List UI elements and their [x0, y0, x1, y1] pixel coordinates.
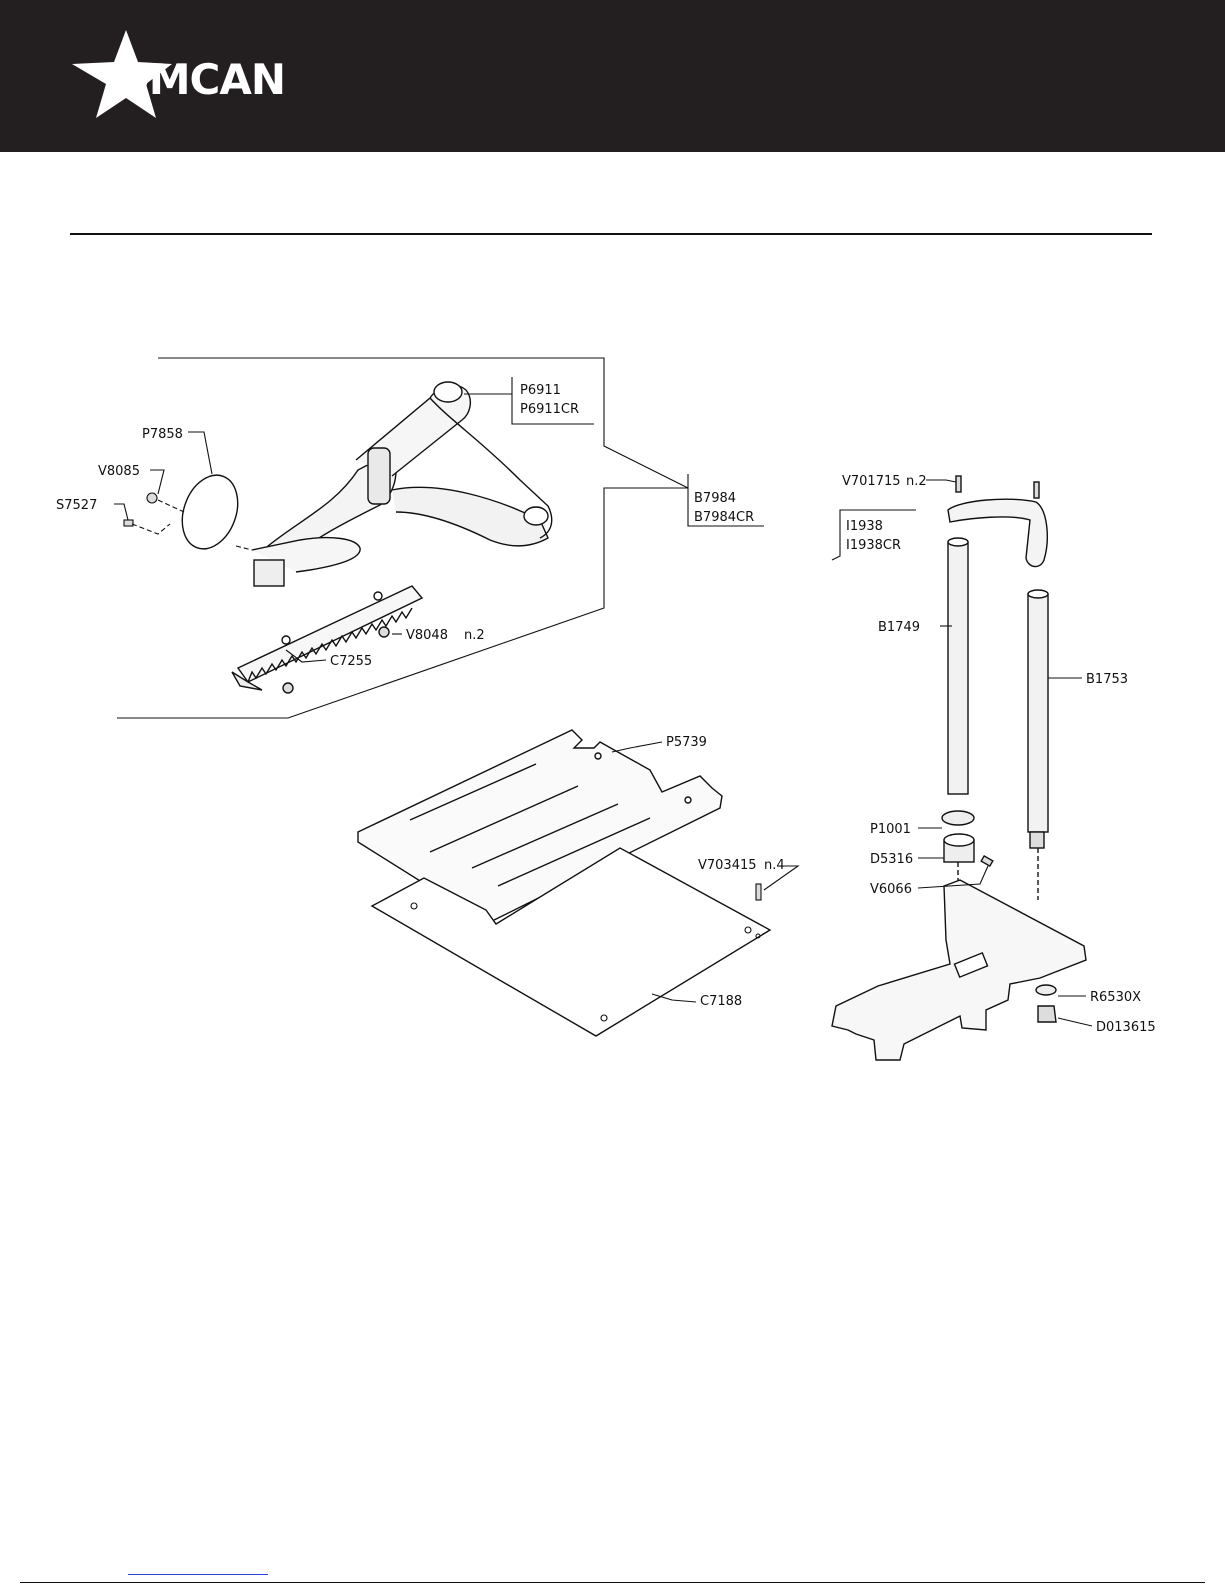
part-label-b7984cr: B7984CR	[694, 510, 754, 525]
part-label-d013615: D013615	[1096, 1020, 1156, 1035]
arm-assembly	[252, 382, 552, 586]
part-label-p5739: P5739	[666, 735, 707, 750]
column-assembly	[832, 476, 1086, 1060]
part-label-v701715-qty: n.2	[906, 474, 927, 489]
part-label-b1753: B1753	[1086, 672, 1128, 687]
rack-part	[232, 586, 422, 693]
part-label-d5316: D5316	[870, 852, 913, 867]
part-label-p1001: P1001	[870, 822, 911, 837]
part-label-v703415: V703415	[698, 858, 757, 873]
part-label-b1749: B1749	[878, 620, 920, 635]
part-label-v6066: V6066	[870, 882, 912, 897]
part-label-i1938: I1938	[846, 519, 883, 534]
part-label-b7984: B7984	[694, 491, 736, 506]
part-label-v703415-qty: n.4	[764, 858, 785, 873]
part-label-v8048-qty: n.2	[464, 628, 485, 643]
part-label-v8085: V8085	[98, 464, 140, 479]
part-label-p6911: P6911	[520, 383, 561, 398]
part-label-v8048: V8048	[406, 628, 448, 643]
part-label-r6530x: R6530X	[1090, 990, 1141, 1005]
footer-link-underline[interactable]	[128, 1574, 268, 1575]
part-label-i1938cr: I1938CR	[846, 538, 901, 553]
part-label-p6911cr: P6911CR	[520, 402, 579, 417]
part-label-c7188: C7188	[700, 994, 742, 1009]
part-label-c7255: C7255	[330, 654, 372, 669]
footer-rule	[20, 1582, 1205, 1583]
part-label-p7858: P7858	[142, 427, 183, 442]
part-label-s7527: S7527	[56, 498, 97, 513]
part-label-v701715: V701715	[842, 474, 901, 489]
